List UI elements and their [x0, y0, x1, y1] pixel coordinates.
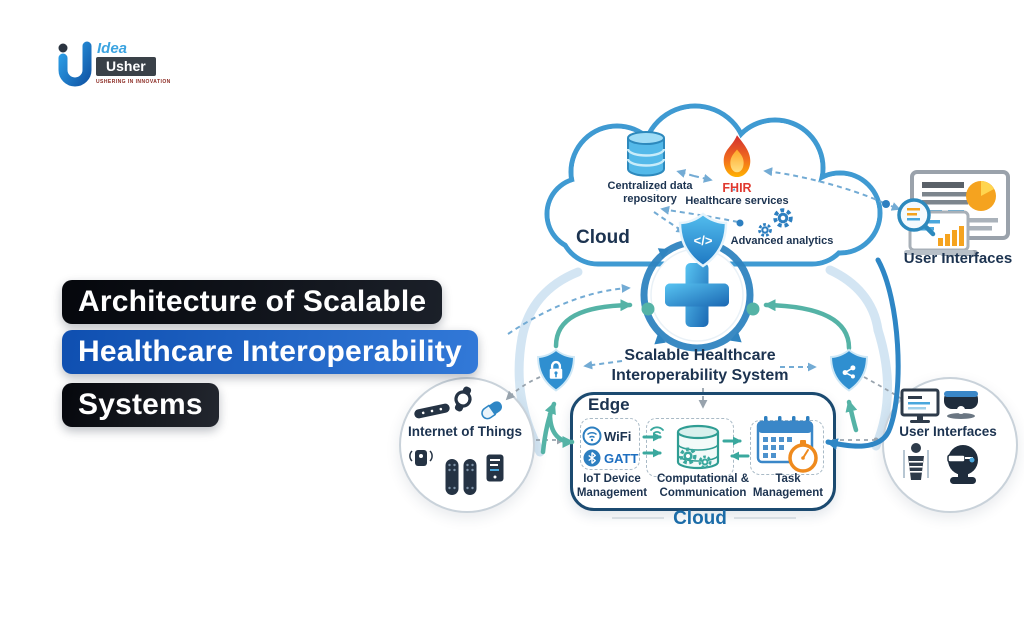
fhir-sublabel: Healthcare services	[685, 195, 789, 207]
vr-headset-icon	[944, 391, 978, 419]
device-mgmt-label: IoT Device Management	[576, 473, 648, 500]
dashed-connectors	[507, 167, 901, 372]
smartwatch-icon	[454, 386, 472, 412]
fhir-flame-icon	[723, 135, 751, 177]
logo-tagline: USHERING IN INNOVATION	[96, 79, 171, 85]
computational-box	[646, 418, 734, 477]
logo-brand-bottom: Usher	[96, 57, 156, 76]
repository-label: Centralized data repository	[607, 180, 693, 206]
cloud-label-left-line	[612, 517, 664, 519]
medical-plus-icon	[665, 263, 729, 327]
fhir-label: FHIR	[722, 181, 752, 195]
edge-label: Edge	[588, 395, 630, 414]
analytics-label: Advanced analytics	[730, 235, 834, 247]
ar-glasses-head-icon	[947, 445, 978, 484]
gray-dashed-connectors	[505, 376, 907, 445]
bottom-cloud-label: Cloud	[673, 508, 727, 529]
wireless-sensor-icon	[409, 450, 433, 466]
wifi-label: WiFi	[604, 429, 632, 444]
sensor-bar-icon	[414, 403, 450, 419]
ui-side-label: User Interfaces	[899, 424, 997, 439]
code-glyph: </>	[694, 233, 713, 248]
gatt-label: GATT	[604, 451, 639, 466]
ui-top-label: User Interfaces	[903, 250, 1013, 267]
idea-usher-logo-icon	[58, 41, 92, 87]
hub-right-dot	[746, 302, 760, 316]
cloud-edge-node-dot	[882, 200, 890, 208]
magnifier-document-icon	[897, 198, 936, 237]
smart-insoles-icon	[445, 459, 477, 495]
title-line-1: Architecture of Scalable	[62, 280, 443, 324]
teal-flow-arrows	[540, 299, 859, 455]
network-share-shield-icon	[830, 348, 868, 392]
database-icon	[626, 131, 666, 177]
analytics-node-dot	[736, 219, 744, 227]
analytics-gears-icon	[758, 208, 793, 237]
task-label: Task Management	[752, 473, 824, 500]
wifi-badge-icon	[582, 426, 602, 446]
ui-device-icons	[900, 388, 978, 484]
capsule-icon	[481, 401, 502, 420]
stopwatch-icon	[788, 440, 818, 473]
task-mgmt-box	[750, 420, 824, 475]
central-hub-label: Scalable Healthcare Interoperability Sys…	[611, 347, 789, 384]
title-line-2: Healthcare Interoperability	[62, 330, 478, 374]
signal-icon	[650, 426, 664, 438]
bluetooth-gatt-icon	[583, 449, 601, 467]
iot-device-icons	[409, 386, 504, 495]
logo-brand-top: Idea	[97, 40, 128, 57]
cloud-to-edge-blue-curve	[825, 257, 901, 450]
cloud-label-right-line	[734, 517, 796, 519]
hub-left-dot	[641, 302, 655, 316]
dashboard-monitor-icon	[897, 170, 1010, 256]
calendar-icon	[756, 416, 814, 464]
smartphone-icon	[486, 454, 504, 482]
monitor-icon	[900, 388, 940, 423]
code-shield-icon: </>	[678, 212, 728, 268]
iot-label: Internet of Things	[408, 424, 522, 439]
security-lock-shield-icon	[537, 348, 575, 392]
iot-device-mgmt-box	[580, 418, 640, 470]
title-line-3: Systems	[62, 383, 219, 427]
top-cloud-label: Cloud	[576, 227, 630, 248]
compute-label: Computational & Communication	[657, 473, 749, 500]
body-scan-figure-icon	[903, 443, 929, 480]
